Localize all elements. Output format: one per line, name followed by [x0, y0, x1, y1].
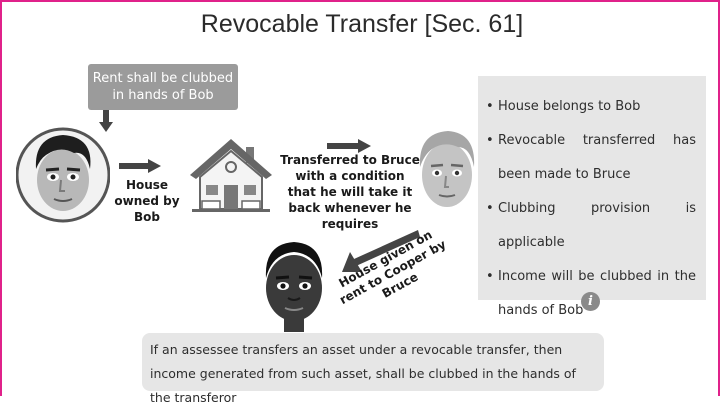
slide-frame: Revocable Transfer [Sec. 61] Rent shall … — [0, 0, 720, 396]
info-point: Clubbing provision is applicable — [486, 192, 696, 260]
house-icon — [190, 139, 272, 212]
info-point: House belongs to Bob — [486, 90, 696, 124]
right-arrow-icon — [119, 159, 161, 173]
cooper-avatar — [265, 242, 323, 332]
right-arrow-icon — [327, 139, 371, 153]
diagonal-arrow-icon — [342, 230, 420, 272]
bob-avatar — [16, 127, 110, 223]
house-owned-label: House owned by Bob — [114, 178, 180, 224]
transfer-label: Transferred to Bruce with a condition th… — [280, 153, 420, 231]
down-arrow-icon — [99, 110, 113, 132]
bruce-avatar — [419, 131, 475, 207]
slide-title: Revocable Transfer [Sec. 61] — [200, 10, 524, 38]
rent-clubbed-note: Rent shall be clubbed in hands of Bob — [88, 64, 238, 110]
summary-box: If an assessee transfers an asset under … — [142, 333, 604, 405]
info-point: Income will be clubbed in the hands of B… — [486, 260, 696, 328]
info-point: Revocable transferred has been made to B… — [486, 124, 696, 192]
info-points-list: House belongs to Bob Revocable transferr… — [478, 76, 706, 328]
info-panel: House belongs to Bob Revocable transferr… — [478, 76, 706, 318]
info-icon[interactable]: i — [581, 292, 600, 311]
